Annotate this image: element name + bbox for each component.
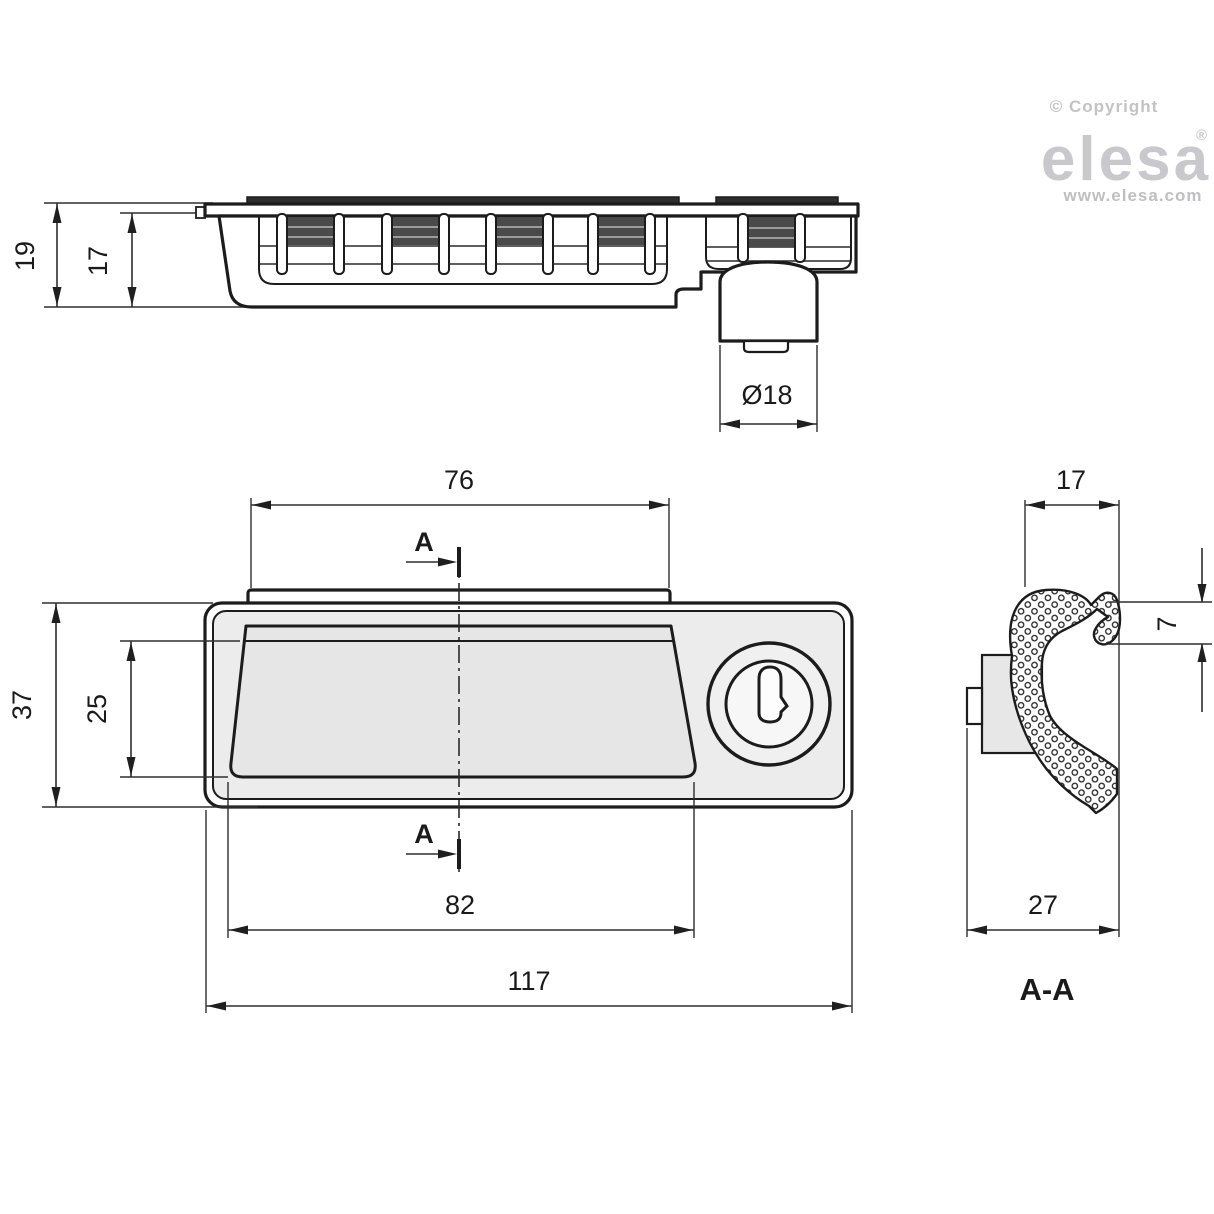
section-flap-profile-hatched bbox=[1008, 588, 1122, 815]
dim-label-76: 76 bbox=[444, 465, 474, 495]
side-view: 19 17 bbox=[10, 196, 860, 432]
brand-logo-text: elesa bbox=[1041, 125, 1211, 194]
prong bbox=[485, 213, 497, 275]
lock-barrel[interactable] bbox=[706, 641, 832, 767]
vent-slot bbox=[392, 217, 439, 245]
dim-label-27: 27 bbox=[1028, 890, 1058, 920]
dim-overall-depth: 27 bbox=[966, 728, 1119, 937]
prong bbox=[737, 213, 749, 263]
front-view: 76 A A bbox=[7, 465, 854, 1013]
vent-slots bbox=[287, 217, 795, 247]
dim-label-7: 7 bbox=[1152, 616, 1182, 631]
section-mount-tab bbox=[965, 686, 984, 726]
registered-mark: ® bbox=[1196, 127, 1207, 144]
vent-slot bbox=[598, 217, 645, 245]
cylinder-cam-tab bbox=[742, 339, 790, 354]
prong bbox=[381, 213, 393, 275]
prong bbox=[333, 213, 345, 275]
dim-side-total-height: 19 bbox=[10, 203, 62, 307]
copyright-text: © Copyright bbox=[1050, 97, 1159, 116]
section-marker-bottom: A bbox=[406, 819, 461, 869]
elesa-logo: © Copyright elesa ® www.elesa.com bbox=[1041, 97, 1211, 205]
section-marker-label-top: A bbox=[414, 527, 434, 557]
dim-label-17-section: 17 bbox=[1056, 465, 1086, 495]
dim-lip-width: 76 bbox=[250, 465, 670, 588]
handle-flap[interactable] bbox=[229, 624, 697, 779]
section-view: 17 7 27 A-A bbox=[965, 465, 1212, 1007]
prong bbox=[644, 213, 656, 275]
prong bbox=[276, 213, 288, 275]
prong bbox=[542, 213, 554, 275]
section-title: A-A bbox=[1019, 972, 1074, 1007]
vent-slot bbox=[496, 217, 543, 245]
vent-slot bbox=[287, 217, 334, 245]
dim-total-width: 117 bbox=[205, 810, 853, 1013]
vent-slot bbox=[748, 217, 795, 247]
dim-handle-width: 82 bbox=[227, 782, 695, 938]
dim-lock-diameter: Ø18 bbox=[719, 345, 818, 432]
keyhole bbox=[757, 665, 789, 724]
section-marker-top: A bbox=[406, 527, 461, 577]
dim-section-depth: 17 bbox=[1024, 465, 1119, 587]
dim-label-117: 117 bbox=[507, 966, 550, 996]
dim-label-25: 25 bbox=[82, 694, 112, 724]
inner-cavity-left bbox=[258, 216, 668, 285]
spring-prongs bbox=[276, 213, 806, 275]
section-marker-label-bottom: A bbox=[414, 819, 434, 849]
dim-label-37: 37 bbox=[7, 690, 37, 720]
prong bbox=[438, 213, 450, 275]
dim-side-body-height: 17 bbox=[83, 213, 137, 307]
dim-front-height: 37 bbox=[7, 602, 258, 808]
dim-lip-protrusion: 7 bbox=[1106, 548, 1212, 712]
dim-label-17-side: 17 bbox=[83, 246, 113, 276]
prong bbox=[587, 213, 599, 275]
website-text: www.elesa.com bbox=[1063, 186, 1203, 205]
dim-label-19: 19 bbox=[10, 241, 40, 271]
lock-cylinder bbox=[718, 260, 819, 343]
dim-label-82: 82 bbox=[445, 890, 475, 920]
prong bbox=[794, 213, 806, 263]
flange-bar bbox=[203, 202, 860, 218]
dim-handle-height: 25 bbox=[82, 640, 240, 778]
dim-label-d18: Ø18 bbox=[741, 380, 792, 410]
